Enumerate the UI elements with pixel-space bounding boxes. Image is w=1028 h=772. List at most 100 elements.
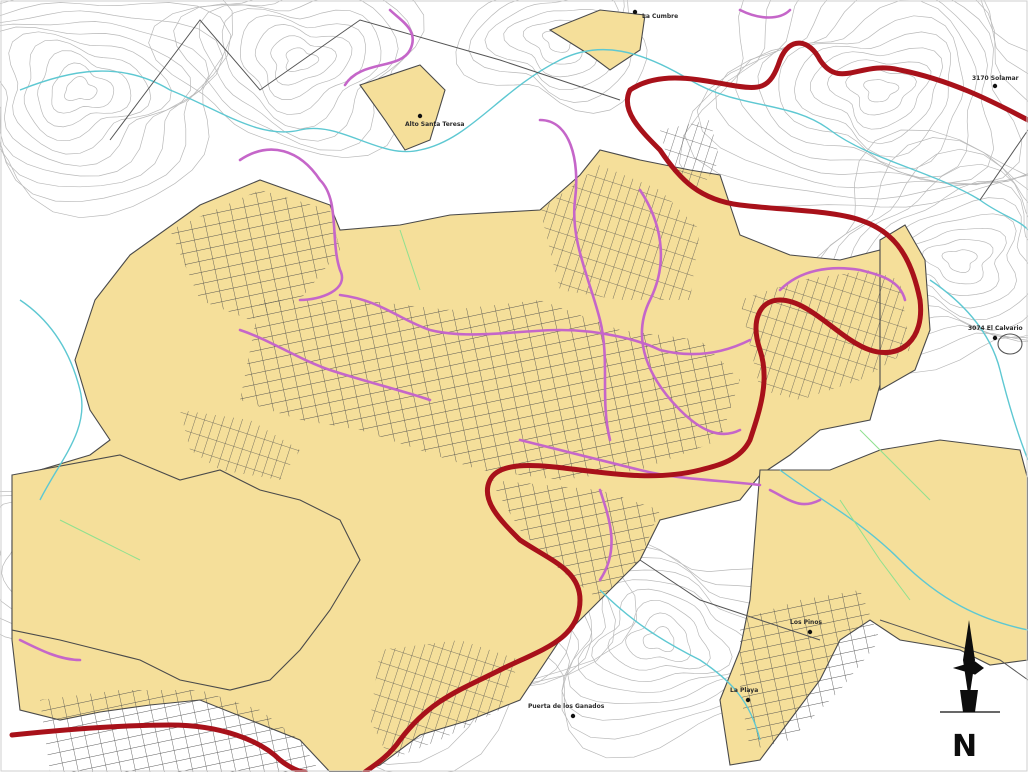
contour-line	[8, 31, 172, 155]
road-secondary-1	[343, 8, 414, 87]
road-secondary-5	[638, 188, 742, 436]
road-secondary-7	[518, 438, 762, 487]
contour-line	[625, 612, 691, 662]
contour-line	[567, 569, 775, 704]
road-secondary-4	[538, 118, 612, 442]
grid-south	[490, 480, 660, 600]
contour-line	[198, 0, 399, 142]
grid-southeast	[740, 590, 880, 750]
road-secondary-8	[238, 328, 432, 402]
place-label: Los Pinos	[790, 619, 822, 626]
boundary-north	[109, 19, 621, 141]
contour-line	[678, 0, 1028, 208]
river-southeast	[779, 469, 1028, 631]
contour-line	[607, 599, 711, 671]
stream-2	[399, 229, 421, 291]
contour-line	[23, 39, 152, 142]
contour-line	[684, 0, 1028, 200]
contour-line	[0, 2, 232, 203]
contour-line	[503, 8, 609, 78]
grid-southwest	[180, 410, 300, 480]
contour-line	[793, 31, 951, 158]
road-secondary-9	[598, 488, 613, 582]
contour-line	[757, 0, 978, 178]
point-marker-icon	[632, 9, 638, 15]
place-markers	[417, 9, 998, 719]
point-marker-icon	[745, 697, 751, 703]
contour-line	[735, 0, 995, 184]
hilltop-icon	[997, 333, 1023, 355]
contour-line	[577, 579, 755, 694]
river-north	[19, 48, 1028, 231]
point-marker-icon	[807, 629, 813, 635]
main-highways	[9, 40, 1028, 772]
contour-line	[696, 0, 1028, 189]
contour-line	[270, 35, 337, 86]
rivers	[19, 48, 1028, 741]
place-label: La Playa	[730, 687, 758, 694]
road-secondary-12	[738, 8, 792, 19]
contour-line	[559, 557, 795, 721]
contour-line	[221, 8, 382, 130]
contour-line	[239, 14, 366, 116]
contour-line	[64, 76, 98, 101]
road-secondary-11	[18, 638, 82, 662]
contour-line	[0, 26, 192, 167]
point-marker-icon	[570, 713, 576, 719]
point-marker-icon	[417, 113, 423, 119]
contour-line	[51, 62, 115, 114]
place-label: 3170 Solamar	[972, 75, 1019, 82]
urban-zone-north	[548, 9, 646, 71]
stream-3	[59, 519, 141, 561]
urban-zone-santa-teresa	[359, 64, 446, 151]
stream-4	[859, 429, 931, 501]
road-secondary-3	[338, 293, 752, 356]
place-labels: La Cumbre Alto Santa Teresa 3170 Solamar…	[405, 13, 1023, 710]
contour-line	[845, 68, 917, 116]
contour-line	[455, 0, 648, 114]
boundary-south	[639, 559, 821, 641]
river-east	[929, 279, 1028, 461]
contour-line	[468, 0, 632, 103]
contour-line	[826, 59, 932, 130]
contour-line	[715, 0, 1023, 186]
road-secondary-6	[778, 266, 907, 302]
contour-line	[254, 24, 353, 100]
contour-line	[0, 21, 210, 177]
place-label: 3074 El Calvario	[968, 325, 1023, 332]
river-south	[599, 589, 761, 741]
river-west	[19, 299, 83, 501]
road-secondary-2	[238, 148, 344, 302]
north-arrow-icon	[963, 620, 975, 700]
contour-line	[0, 0, 233, 219]
contour-line	[809, 47, 943, 145]
contour-line	[0, 10, 224, 188]
point-marker-icon	[992, 83, 998, 89]
contour-line	[173, 0, 414, 151]
contour-line	[591, 588, 733, 683]
contour-line	[484, 0, 619, 91]
north-label: N	[952, 729, 977, 764]
highway-bottom-left	[9, 722, 308, 772]
place-label: Puerta de los Ganados	[528, 703, 605, 710]
contour-line	[642, 626, 675, 653]
contour-line	[941, 249, 978, 273]
road-secondary-10	[768, 488, 822, 506]
stream-1	[839, 499, 911, 601]
contour-line	[37, 50, 132, 128]
contour-line	[148, 0, 425, 159]
north-arrow: N	[940, 620, 1000, 764]
highway-main	[362, 40, 1028, 772]
urban-zone-southwest	[11, 454, 361, 691]
boundary-east	[979, 129, 1028, 201]
point-marker-icon	[992, 335, 998, 341]
contour-line	[863, 79, 900, 103]
place-label: La Cumbre	[642, 13, 678, 20]
place-label: Alto Santa Teresa	[405, 121, 464, 128]
north-arrow-icon	[960, 690, 978, 712]
grid-west	[170, 190, 340, 320]
contour-line	[778, 15, 965, 169]
contour-line	[285, 47, 320, 72]
